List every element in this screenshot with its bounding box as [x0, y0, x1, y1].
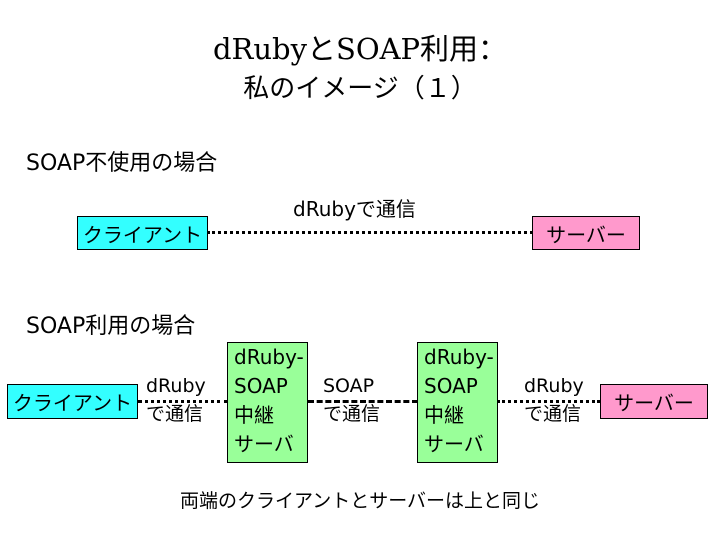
relay-right-line3: 中継	[424, 403, 464, 427]
relay-left-line4: サーバ	[234, 432, 294, 456]
relay-left-line3: 中継	[234, 403, 274, 427]
drubu-connection-line	[207, 231, 533, 234]
client-node: クライアント	[77, 216, 208, 250]
relay-server-right: dRuby- SOAP 中継 サーバ	[417, 342, 498, 463]
drubu-connection-line-right	[497, 400, 600, 403]
slide-title-line1: dRubyとSOAP利用：	[212, 32, 508, 66]
link-label-right-line2: で通信	[524, 403, 582, 425]
relay-right-line4: サーバ	[424, 432, 484, 456]
link-label-left: dRuby で通信	[146, 372, 206, 428]
relay-right-line2: SOAP	[424, 374, 478, 398]
soap-connection-line	[308, 400, 418, 403]
slide-title-line2: 私のイメージ（１）	[243, 74, 477, 104]
section-with-soap-heading: SOAP利用の場合	[26, 314, 196, 339]
drubu-connection-line-left	[138, 400, 228, 403]
link-label-left-line1: dRuby	[146, 375, 206, 397]
relay-server-left: dRuby- SOAP 中継 サーバ	[227, 342, 308, 463]
server-node: サーバー	[532, 216, 640, 250]
section-without-soap-heading: SOAP不使用の場合	[26, 151, 218, 176]
drubu-link-label: dRubyで通信	[293, 197, 416, 221]
server-node-soap: サーバー	[600, 384, 708, 419]
relay-left-line1: dRuby-	[234, 345, 304, 369]
footer-note: 両端のクライアントとサーバーは上と同じ	[179, 490, 541, 512]
link-label-left-line2: で通信	[146, 403, 204, 425]
link-label-middle: SOAP で通信	[323, 372, 380, 428]
client-node-soap: クライアント	[7, 384, 138, 419]
link-label-middle-line2: で通信	[323, 403, 381, 425]
link-label-middle-line1: SOAP	[323, 375, 375, 397]
link-label-right-line1: dRuby	[524, 375, 584, 397]
link-label-right: dRuby で通信	[524, 372, 584, 428]
relay-right-line1: dRuby-	[424, 345, 494, 369]
relay-left-line2: SOAP	[234, 374, 288, 398]
